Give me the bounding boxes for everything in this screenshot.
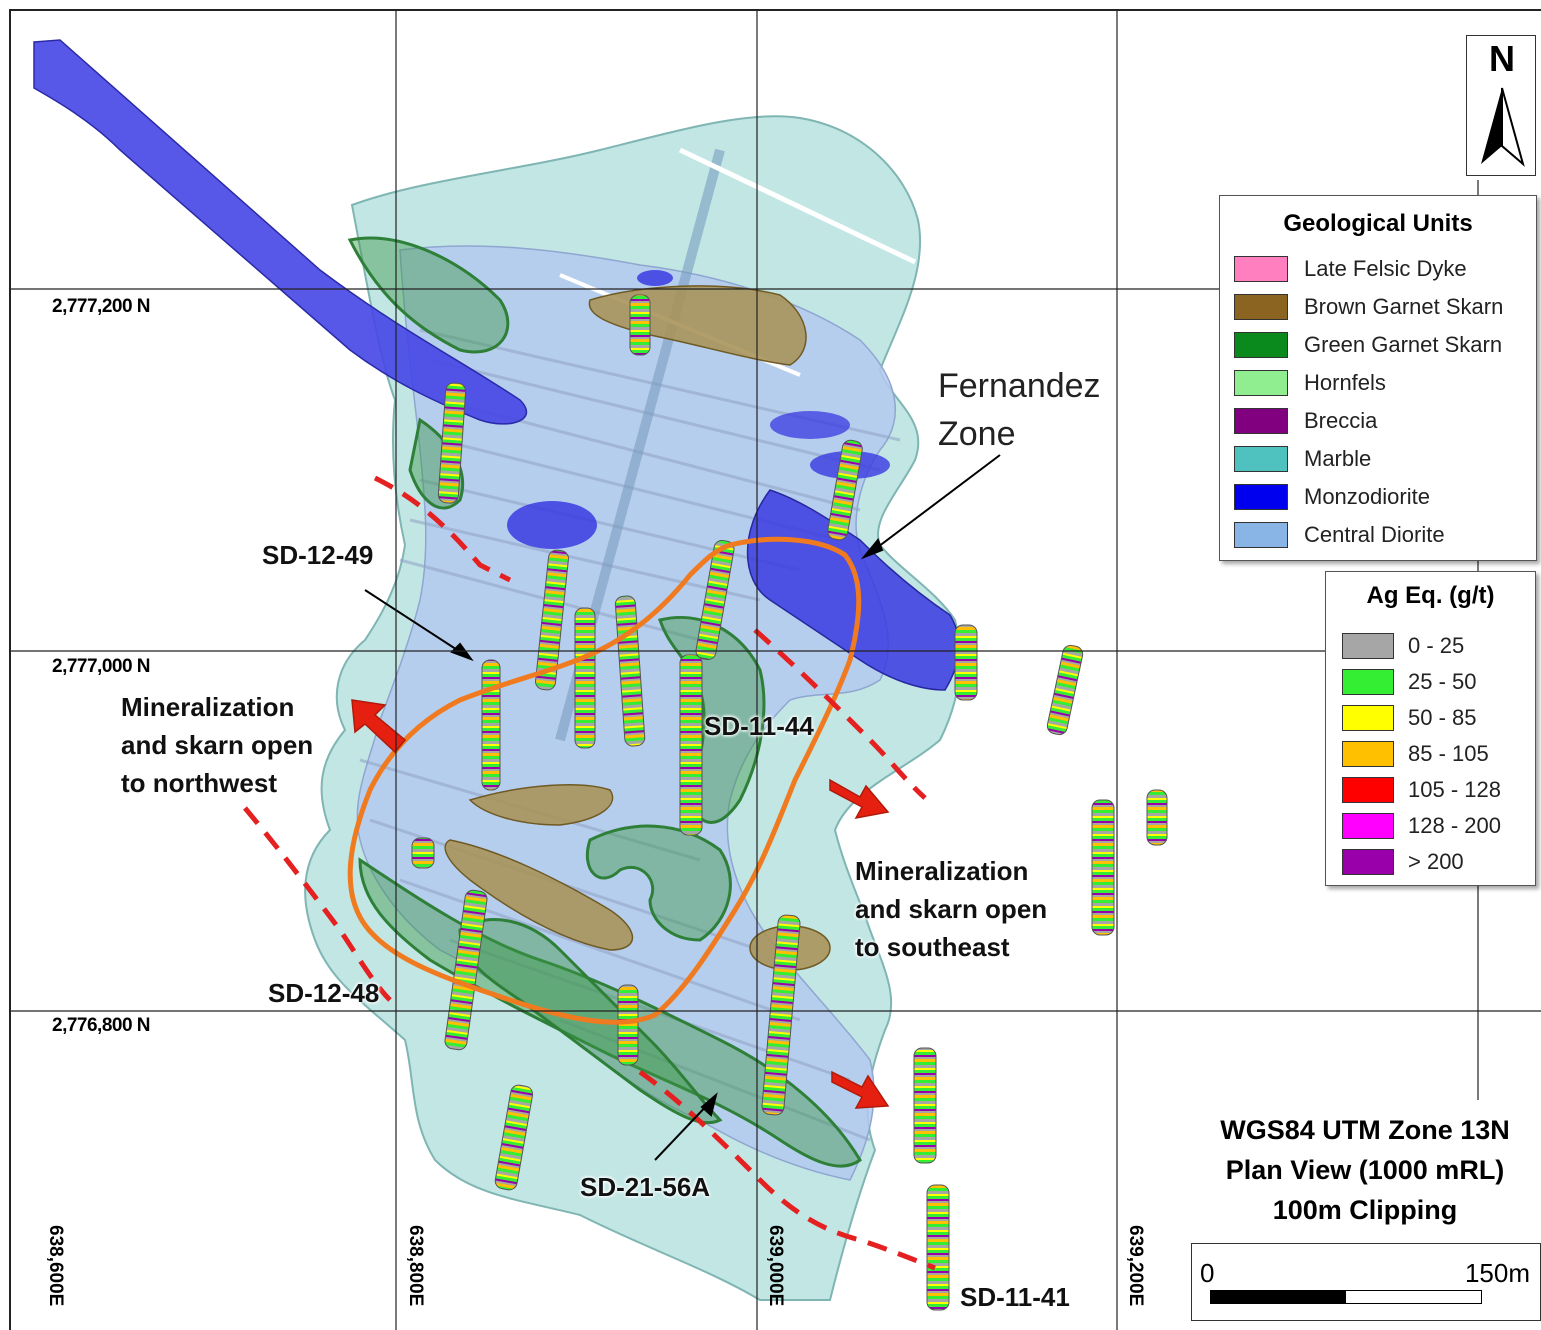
hole-label-sd-11-41: SD-11-41: [960, 1282, 1070, 1312]
label-line: and skarn open: [121, 730, 314, 760]
scale-start: 0: [1200, 1258, 1215, 1288]
legend-item: 128 - 200: [1326, 808, 1535, 844]
legend-swatch: [1234, 294, 1288, 320]
legend-label: 25 - 50: [1408, 669, 1477, 694]
legend-label: 105 - 128: [1408, 777, 1501, 802]
easting-label: 639,200E: [1125, 1225, 1146, 1307]
se-open-label: Mineralization and skarn open to southea…: [855, 852, 1047, 966]
legend-label: 128 - 200: [1408, 813, 1501, 838]
structure-lines: [243, 475, 936, 1271]
legend-item: Green Garnet Skarn: [1220, 326, 1536, 364]
legend-list: 0 - 25 25 - 50 50 - 85 85 - 105 105 - 128 128…: [1326, 628, 1535, 880]
legend-label: Marble: [1304, 446, 1372, 471]
legend-item: 105 - 128: [1326, 772, 1535, 808]
legend-label: Green Garnet Skarn: [1304, 332, 1503, 357]
fernandez-zone-outline: [347, 536, 862, 1025]
legend-item: Central Diorite: [1220, 516, 1536, 554]
legend-swatch: [1342, 669, 1394, 695]
legend-title: Geological Units: [1283, 210, 1473, 237]
projection-line: 100m Clipping: [1272, 1195, 1458, 1225]
legend-item: > 200: [1326, 844, 1535, 880]
northing-label: 2,777,000 N: [52, 656, 151, 677]
legend-swatch: [1234, 370, 1288, 396]
projection-line: Plan View (1000 mRL): [1225, 1155, 1505, 1185]
legend-item: 25 - 50: [1326, 664, 1535, 700]
legend-swatch: [1234, 484, 1288, 510]
ag-eq-legend: Ag Eq. (g/t) 0 - 25 25 - 50 50 - 85 85 - 10…: [1325, 571, 1536, 886]
utm-grid: [10, 10, 1541, 1330]
legend-item: Hornfels: [1220, 364, 1536, 402]
legend-swatch: [1234, 522, 1288, 548]
northing-label: 2,777,200 N: [52, 296, 151, 317]
legend-label: Hornfels: [1304, 370, 1386, 395]
northing-label: 2,776,800 N: [52, 1015, 151, 1036]
legend-label: > 200: [1408, 849, 1464, 874]
label-line: Mineralization: [121, 692, 295, 722]
projection-note: WGS84 UTM Zone 13N Plan View (1000 mRL) …: [1185, 1110, 1541, 1230]
legend-item: 0 - 25: [1326, 628, 1535, 664]
monzodiorite-dyke: [33, 39, 528, 425]
easting-label: 639,000E: [765, 1225, 786, 1307]
monzodiorite-pod: [507, 501, 597, 549]
legend-item: 85 - 105: [1326, 736, 1535, 772]
legend-swatch: [1234, 332, 1288, 358]
monzodiorite-pod-4: [637, 270, 673, 286]
legend-item: 50 - 85: [1326, 700, 1535, 736]
legend-item: Breccia: [1220, 402, 1536, 440]
legend-swatch: [1342, 741, 1394, 767]
scale-end: 150m: [1464, 1258, 1530, 1288]
legend-item: Marble: [1220, 440, 1536, 478]
legend-label: Central Diorite: [1304, 522, 1445, 547]
nw-open-label: Mineralization and skarn open to northwe…: [121, 688, 313, 802]
scale-bar-graphic: [1210, 1290, 1482, 1304]
legend-label: 85 - 105: [1408, 741, 1489, 766]
north-arrow-icon: [1481, 87, 1525, 167]
legend-swatch: [1342, 849, 1394, 875]
legend-swatch: [1342, 777, 1394, 803]
easting-label: 638,800E: [405, 1225, 426, 1307]
open-arrows: [351, 699, 890, 1109]
legend-label: Late Felsic Dyke: [1304, 256, 1467, 281]
legend-swatch: [1342, 633, 1394, 659]
legend-item: Monzodiorite: [1220, 478, 1536, 516]
legend-item: Brown Garnet Skarn: [1220, 288, 1536, 326]
zone-label-line: Zone: [938, 415, 1016, 453]
legend-swatch: [1234, 408, 1288, 434]
monzodiorite-pod-3: [770, 411, 850, 439]
legend-label: 0 - 25: [1408, 633, 1465, 658]
easting-label: 638,600E: [45, 1225, 66, 1307]
legend-label: 50 - 85: [1408, 705, 1477, 730]
legend-label: Breccia: [1304, 408, 1378, 433]
hole-label-sd-12-49: SD-12-49: [262, 540, 374, 570]
legend-title: Ag Eq. (g/t): [1366, 582, 1495, 609]
pointer-arrows: [364, 454, 1001, 1161]
scale-bar: 0 150m: [1191, 1243, 1541, 1321]
fernandez-zone-label: Fernandez Zone: [938, 362, 1101, 458]
legend-label: Brown Garnet Skarn: [1304, 294, 1504, 319]
hole-label-sd-12-48: SD-12-48: [268, 978, 380, 1008]
legend-item: Late Felsic Dyke: [1220, 250, 1536, 288]
projection-line: WGS84 UTM Zone 13N: [1220, 1115, 1510, 1145]
legend-swatch: [1234, 446, 1288, 472]
north-arrow: N: [1466, 35, 1536, 176]
hole-label-sd-21-56a: SD-21-56A: [580, 1172, 711, 1202]
label-line: to southeast: [855, 932, 1010, 962]
label-line: and skarn open: [855, 894, 1048, 924]
white-fault-1: [678, 147, 917, 265]
zone-label-line: Fernandez: [938, 367, 1101, 405]
north-label: N: [1489, 38, 1515, 79]
legend-swatch: [1342, 813, 1394, 839]
legend-swatch: [1234, 256, 1288, 282]
hole-label-sd-11-44: SD-11-44: [704, 711, 814, 741]
label-line: to northwest: [121, 768, 277, 798]
legend-label: Monzodiorite: [1304, 484, 1430, 509]
legend-swatch: [1342, 705, 1394, 731]
label-line: Mineralization: [855, 856, 1029, 886]
